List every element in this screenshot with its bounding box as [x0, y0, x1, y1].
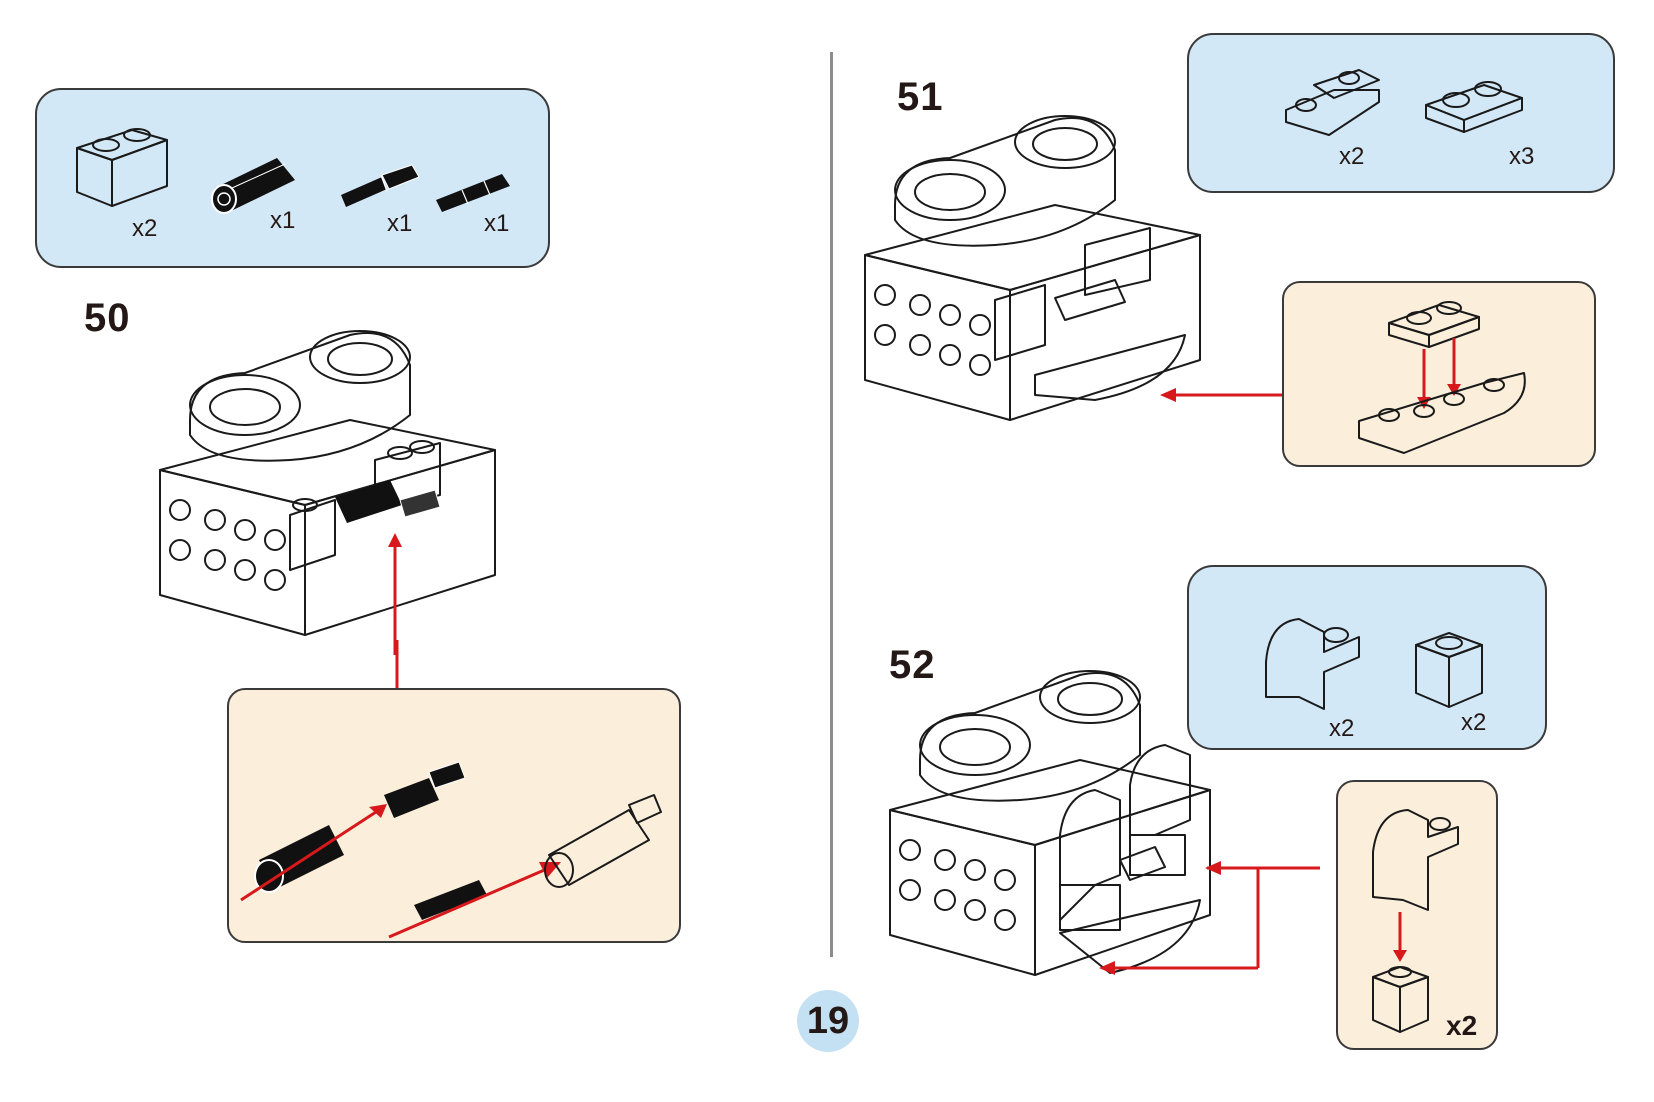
step-51-part-2-qty: x3	[1509, 143, 1535, 170]
step-52-parts-panel: x2 x2	[1187, 565, 1547, 750]
step-52-arrows	[1099, 861, 1320, 975]
step-52-part-2-qty: x2	[1461, 709, 1487, 736]
white-plate-1x2-icon	[1425, 81, 1523, 133]
step-51-sub-assembly-panel	[1282, 281, 1596, 467]
sub-assembly-slope-brick-illustration	[1372, 809, 1459, 1033]
sub-assembly-axle-illustration	[240, 761, 662, 939]
step-51-number: 51	[897, 75, 944, 119]
page-divider	[830, 52, 833, 957]
page-number: 19	[806, 999, 850, 1042]
step-50-part-3-qty: x1	[387, 210, 413, 237]
step-50-parts-panel: x2 x1 x1 x1	[35, 88, 550, 268]
step-52-sub-assembly-qty: x2	[1446, 1010, 1478, 1041]
step-52-part-1-qty: x2	[1329, 715, 1355, 742]
step-51-parts-panel: x2 x3	[1187, 33, 1615, 193]
step-50-part-4-qty: x1	[484, 210, 510, 237]
step-51-sensor-model	[864, 115, 1201, 421]
step-50-sensor-model	[159, 330, 496, 655]
sub-assembly-plate-illustration	[1358, 301, 1526, 454]
step-50-arrow-line	[395, 640, 399, 690]
step-52-number: 52	[889, 643, 936, 687]
blue-curved-slope-icon	[1265, 618, 1360, 710]
step-52-sensor-model	[889, 670, 1211, 976]
black-axle-2-icon	[436, 174, 510, 212]
white-inverted-slope-icon	[1285, 69, 1380, 136]
white-brick-1x2-icon	[76, 128, 168, 207]
white-brick-1x1-icon	[1415, 632, 1483, 708]
step-52-sub-assembly-panel: x2	[1336, 780, 1498, 1050]
page-number-badge: 19	[797, 990, 859, 1052]
black-axle-connector-icon	[211, 158, 295, 214]
step-50-part-2-qty: x1	[270, 207, 296, 234]
black-axle-pin-icon	[341, 164, 420, 207]
step-50-number: 50	[84, 296, 131, 340]
step-51-arrow	[1160, 388, 1285, 402]
step-50-part-1-qty: x2	[132, 215, 158, 242]
step-51-part-1-qty: x2	[1339, 143, 1365, 170]
step-50-sub-assembly-panel	[227, 688, 681, 943]
